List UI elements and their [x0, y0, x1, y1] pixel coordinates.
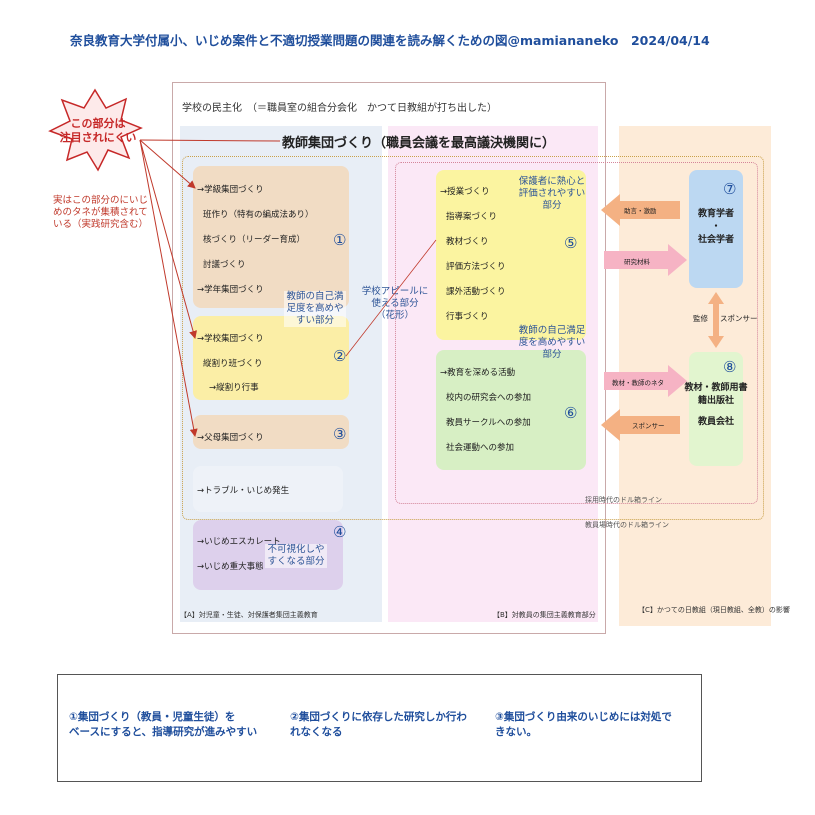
appeal-connector-line: [345, 239, 437, 357]
publisher-label: 教材・教師用書籍出版社教員会社: [684, 383, 748, 427]
list-item: →いじめ重大事態: [197, 562, 264, 572]
dollar-line-kyoin: [182, 156, 764, 520]
parent-evaluation-note: 保護者に熱心と評価されやすい部分: [518, 176, 586, 211]
list-item: →授業づくり: [440, 187, 490, 197]
list-item: 教材づくり: [446, 237, 489, 247]
parent-group-box: [193, 415, 349, 449]
list-item: 社会運動への参加: [446, 443, 515, 453]
sponsor-arrow-icon: [601, 409, 680, 441]
number-badge-4: ④: [333, 523, 347, 541]
supervision-label: 監修: [693, 314, 708, 323]
school-democratization-label: 学校の民主化 （＝職員室の組合分会化 かつて日教組が打ち出した）: [182, 103, 497, 114]
sponsor-arrow-label: スポンサー: [632, 422, 665, 430]
list-item: 班作り（特有の編成法あり）: [203, 210, 314, 220]
list-item: →学年集団づくり: [197, 285, 264, 295]
column-c-footer: 【C】かつての日教組（現日教組、全教）の影響: [638, 606, 790, 614]
scholar-label: 教育学者・社会学者: [697, 209, 734, 245]
advice-arrow-label: 助言・激励: [624, 207, 657, 215]
hidden-seed-note: 実はこの部分のにいじめのタネが集積されている（実践研究含む）: [53, 195, 149, 230]
class-group-box: [193, 166, 349, 308]
list-item: 課外活動づくり: [446, 287, 506, 297]
list-item: →学級集団づくり: [197, 185, 264, 195]
self-satisfaction-note-a: 教師の自己満足度を高めやすい部分: [284, 291, 346, 327]
number-badge-2: ②: [333, 347, 347, 365]
list-item: →教育を深める活動: [440, 368, 516, 378]
list-item: →縦割り行事: [209, 383, 259, 393]
page-title: 奈良教育大学付属小、いじめ案件と不適切授業問題の関連を読み解くための図@mami…: [70, 33, 710, 48]
connector-line: [139, 139, 281, 142]
publisher-box: [689, 352, 743, 466]
summary-step-2: ②集団づくりに依存した研究しか行われなくなる: [290, 711, 467, 738]
number-badge-5: ⑤: [564, 234, 578, 252]
number-badge-8: ⑧: [723, 358, 737, 376]
list-item: 核づくり（リーダー育成）: [203, 235, 306, 245]
teacher-group-label: 教師集団づくり（職員会議を最高議決機関に）: [282, 136, 556, 151]
research-arrow-label: 研究材料: [624, 258, 650, 266]
list-item: →学校集団づくり: [197, 334, 264, 344]
list-item: 行事づくり: [446, 312, 489, 322]
dollar-line-saiyo-label: 採用時代のドル箱ライン: [585, 496, 662, 504]
lesson-box: [436, 170, 586, 340]
advice-arrow-icon: [601, 194, 680, 226]
number-badge-6: ⑥: [564, 404, 578, 422]
material-arrow-label: 教材・教師のネタ: [612, 379, 664, 387]
trouble-box: [193, 466, 343, 512]
school-appeal-note: 学校アピールに使える部分（花形）: [361, 286, 429, 321]
summary-step-3: ③集団づくり由来のいじめには対処できない。: [495, 711, 672, 738]
number-badge-1: ①: [333, 231, 347, 249]
connector-line: [139, 139, 197, 339]
research-arrow-icon: [604, 244, 687, 276]
material-arrow-icon: [604, 365, 687, 397]
summary-step-1: ①集団づくり（教員・児童生徒）をベースにすると、指導研究が進みやすい: [69, 711, 258, 738]
invisible-note: 不可視化しやすくなる部分: [265, 544, 327, 568]
sponsor-right-label: スポンサー: [720, 314, 758, 323]
list-item: 教員サークルへの参加: [446, 418, 531, 428]
connector-line: [139, 139, 198, 437]
education-activity-box: [436, 350, 586, 470]
column-b-footer: 【B】対教員の集団主義教育部分: [493, 611, 596, 619]
trouble-text: →トラブル・いじめ発生: [197, 486, 290, 496]
list-item: 討議づくり: [203, 260, 246, 270]
column-a-footer: 【A】対児童・生徒、対保護者集団主義教育: [180, 611, 318, 619]
attention-star-icon: [48, 88, 143, 172]
list-item: 校内の研究会への参加: [446, 393, 532, 403]
list-item: 指導案づくり: [446, 212, 498, 222]
number-badge-7: ⑦: [723, 180, 737, 198]
double-arrow-icon: [708, 292, 724, 348]
summary-box: [57, 674, 702, 782]
number-badge-3: ③: [333, 425, 347, 443]
dollar-line-kyoin-label: 教員場時代のドル箱ライン: [585, 521, 669, 529]
list-item: →いじめエスカレート: [197, 537, 281, 547]
school-group-box: [193, 316, 349, 400]
self-satisfaction-note-b: 教師の自己満足度を高めやすい部分: [518, 325, 586, 360]
list-item: 評価方法づくり: [446, 262, 506, 272]
list-item: 縦割り班づくり: [203, 359, 263, 369]
scholar-box: [689, 170, 743, 288]
connector-line: [139, 139, 196, 189]
attention-label: この部分は注目されにくい: [59, 117, 137, 144]
list-item: →父母集団づくり: [197, 433, 264, 443]
dollar-line-saiyo: [395, 162, 758, 504]
